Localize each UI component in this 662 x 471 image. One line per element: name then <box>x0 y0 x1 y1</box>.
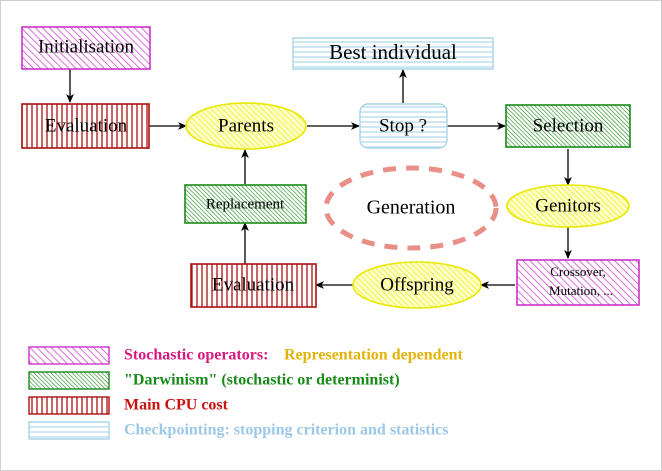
legend: Stochastic operators: Representation dep… <box>28 346 463 440</box>
crossover-label-line2: Mutation, ... <box>549 283 613 298</box>
generation-label: Generation <box>367 197 456 219</box>
generation-dashed-ellipse <box>323 165 499 251</box>
legend-row-main-cpu-cost[interactable]: Main CPU cost <box>28 396 229 415</box>
legend-swatch-blue-horizontal <box>28 421 110 440</box>
best-individual-label: Best individual <box>329 40 457 64</box>
initialisation-box <box>21 26 151 70</box>
selection-box <box>505 104 631 148</box>
legend-text-stochastic-operators: Stochastic operators: <box>124 347 268 364</box>
node-initialisation[interactable]: Initialisation <box>21 26 151 70</box>
legend-row-checkpointing[interactable]: Checkpointing: stopping criterion and st… <box>28 421 448 440</box>
node-generation[interactable]: Generation <box>323 165 499 251</box>
legend-swatch-green-diagonal <box>28 371 110 390</box>
genitors-label: Genitors <box>535 195 600 216</box>
node-crossover-mutation[interactable]: Crossover, Mutation, ... <box>516 259 640 306</box>
node-evaluation-top[interactable]: Evaluation <box>21 103 150 149</box>
node-best-individual[interactable]: Best individual <box>292 37 494 70</box>
selection-label: Selection <box>533 115 604 136</box>
legend-row-darwinism[interactable]: "Darwinism" (stochastic or determinist) <box>28 371 400 390</box>
crossover-mutation-box <box>516 259 640 306</box>
node-replacement[interactable]: Replacement <box>184 184 307 224</box>
legend-text-representation-dependent: Representation dependent <box>284 347 463 364</box>
legend-row-stochastic-operators[interactable]: Stochastic operators: Representation dep… <box>28 346 463 365</box>
stop-label: Stop ? <box>379 115 427 136</box>
legend-swatch-red-vertical <box>28 396 110 415</box>
crossover-label-line1: Crossover, <box>550 264 605 279</box>
legend-swatch-magenta-diagonal <box>28 346 110 365</box>
genitors-ellipse <box>506 184 630 228</box>
node-stop[interactable]: Stop ? <box>359 103 448 149</box>
legend-text-main-cpu-cost: Main CPU cost <box>124 397 229 414</box>
evaluation-top-box <box>21 103 150 149</box>
legend-text-checkpointing: Checkpointing: stopping criterion and st… <box>124 422 448 439</box>
offspring-ellipse <box>352 261 482 309</box>
stop-box <box>359 103 448 149</box>
replacement-label: Replacement <box>206 196 285 212</box>
node-genitors[interactable]: Genitors <box>506 184 630 228</box>
initialisation-label: Initialisation <box>38 36 135 57</box>
diagram-connectors <box>66 69 572 289</box>
evaluation-bottom-box <box>190 263 317 308</box>
parents-ellipse <box>185 102 307 150</box>
best-individual-box <box>292 37 494 70</box>
node-offspring[interactable]: Offspring <box>352 261 482 309</box>
offspring-label: Offspring <box>380 274 454 295</box>
node-selection[interactable]: Selection <box>505 104 631 148</box>
evaluation-top-label: Evaluation <box>45 115 128 136</box>
legend-text-darwinism: "Darwinism" (stochastic or determinist) <box>124 372 400 389</box>
node-evaluation-bottom[interactable]: Evaluation <box>190 263 317 308</box>
node-parents[interactable]: Parents <box>185 102 307 150</box>
parents-label: Parents <box>218 115 274 136</box>
replacement-box <box>184 184 307 224</box>
evaluation-bottom-label: Evaluation <box>212 274 295 295</box>
